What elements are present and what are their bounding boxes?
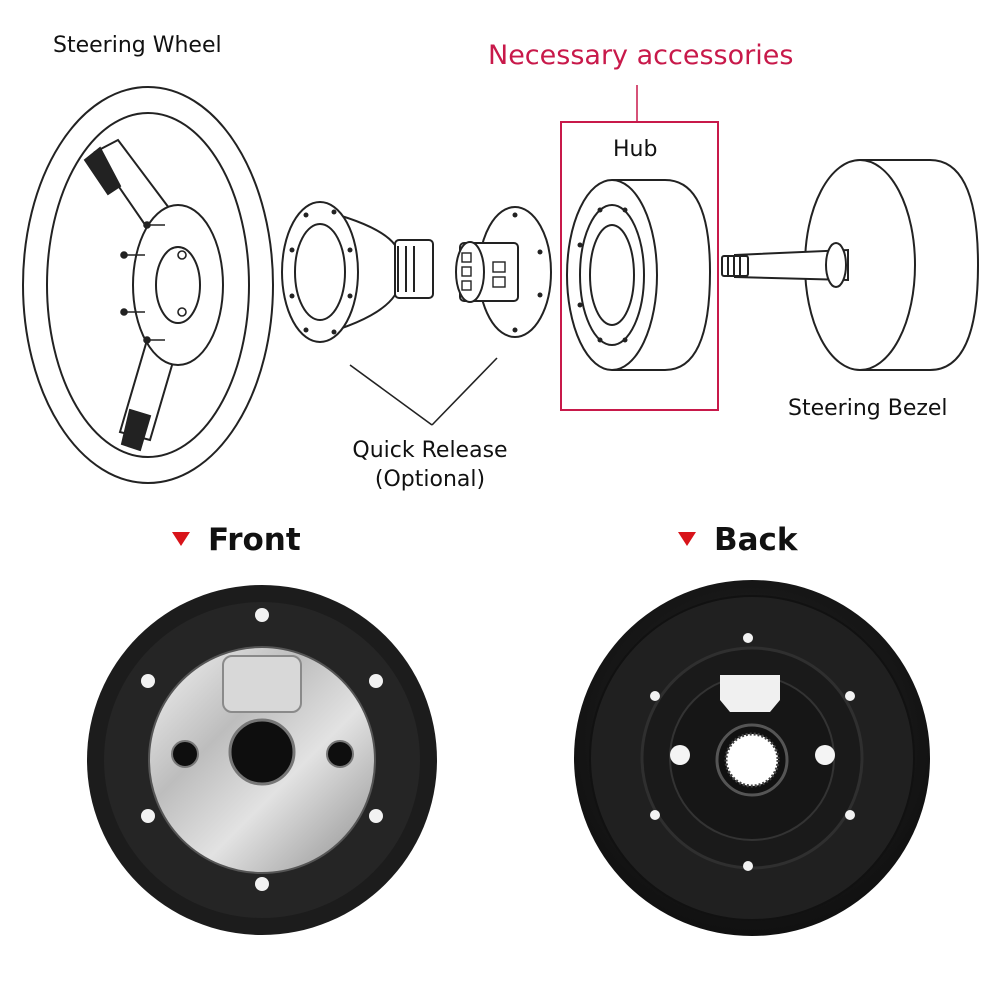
label-quick-release-line1: Quick Release [352, 438, 508, 463]
hub-front-photo [87, 585, 437, 935]
quick-release-plate-drawing [455, 206, 552, 338]
hub-drawing [566, 179, 712, 371]
steering-bezel-drawing [721, 159, 980, 371]
back-view-title: Back [678, 522, 798, 558]
label-steering-wheel: Steering Wheel [53, 33, 222, 58]
hub-back-photo [574, 580, 930, 936]
label-necessary-accessories: Necessary accessories [488, 40, 794, 71]
accessories-highlight [560, 85, 719, 411]
quick-release-base-drawing [281, 201, 434, 343]
label-hub: Hub [613, 137, 658, 162]
front-view-title: Front [172, 522, 301, 558]
front-marker-triangle-icon [172, 531, 190, 546]
label-quick-release-line2: (Optional) [374, 467, 486, 492]
front-view-label: Front [208, 522, 301, 558]
back-view-label: Back [714, 522, 798, 558]
label-steering-bezel: Steering Bezel [788, 396, 948, 421]
label-quick-release: Quick Release (Optional) [330, 438, 530, 492]
back-marker-triangle-icon [678, 531, 696, 546]
quick-release-bracket [349, 357, 498, 426]
steering-wheel-drawing [22, 86, 274, 484]
